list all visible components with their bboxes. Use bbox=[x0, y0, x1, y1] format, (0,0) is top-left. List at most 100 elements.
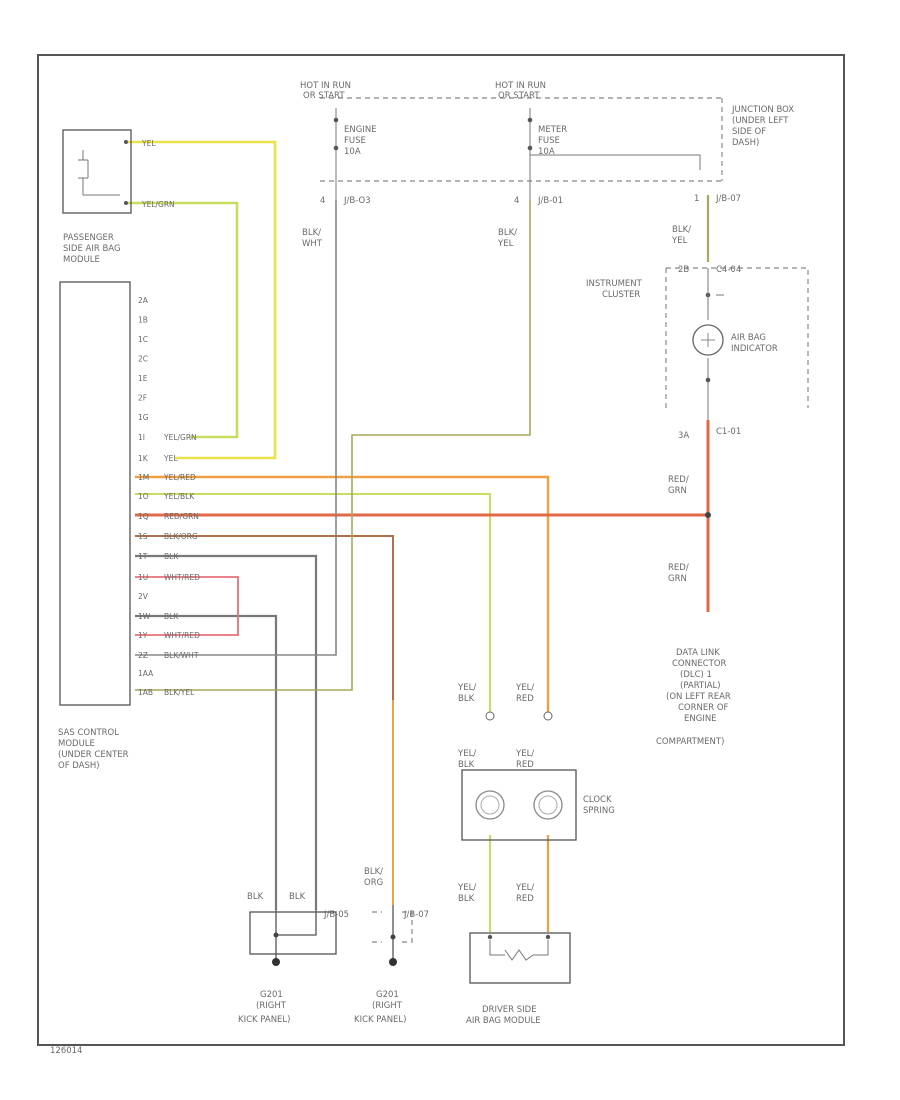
meter-fuse-pin: 4 bbox=[514, 196, 519, 206]
ground2-wire-2: ORG bbox=[364, 878, 383, 888]
clock-mid-right-2: RED bbox=[516, 760, 534, 770]
engine-fuse-hot-line1: HOT IN RUN bbox=[300, 81, 351, 91]
meter-fuse-terminal bbox=[527, 117, 533, 123]
ground1-label-3: KICK PANEL) bbox=[238, 1015, 290, 1025]
red-grn-splice bbox=[705, 512, 711, 518]
sas-wire-color-label: BLK/ORG bbox=[164, 532, 198, 541]
sas-wire-color-label: BLK bbox=[164, 552, 179, 561]
dlc-label-1: DATA LINK bbox=[676, 648, 720, 658]
wire-yel-blk bbox=[135, 493, 491, 712]
red-grn-label-lower-2: GRN bbox=[668, 574, 687, 584]
ground2-label-1: G201 bbox=[376, 990, 399, 1000]
sas-wire-color-label: YEL/GRN bbox=[163, 433, 197, 442]
engine-fuse-rating: 10A bbox=[344, 147, 361, 157]
sas-pin-label: 1W bbox=[138, 612, 151, 621]
clock-connector-pin bbox=[485, 711, 495, 721]
sas-label-2: MODULE bbox=[58, 739, 95, 749]
data-link-connector: DATA LINK CONNECTOR (DLC) 1 (PARTIAL) (O… bbox=[656, 648, 731, 747]
dlc-label-4: (PARTIAL) bbox=[680, 681, 721, 691]
cluster-connector: C4-04 bbox=[716, 265, 741, 275]
sas-wire-color-label: YEL/RED bbox=[163, 473, 196, 482]
engine-fuse-pin: 4 bbox=[320, 196, 325, 206]
ground2-wire-1: BLK/ bbox=[364, 867, 383, 877]
ground2-label-3: KICK PANEL) bbox=[354, 1015, 406, 1025]
passenger-module-terminal bbox=[124, 140, 128, 144]
meter-fuse-word: FUSE bbox=[538, 136, 560, 146]
wire-blk-wht bbox=[135, 200, 337, 656]
wire-yel-red bbox=[135, 475, 550, 712]
ground2-label-2: (RIGHT bbox=[372, 1001, 403, 1011]
driver-module-box bbox=[469, 932, 571, 984]
dlc-label-8: COMPARTMENT) bbox=[656, 737, 724, 747]
passenger-module-label-2: SIDE AIR BAG bbox=[63, 244, 121, 254]
sas-pin-label: 1G bbox=[138, 413, 149, 422]
meter-fuse-name: METER bbox=[538, 125, 567, 135]
ground2-dashed-box bbox=[372, 911, 413, 943]
jb07-wire-color: BLK/ bbox=[672, 225, 691, 235]
cluster-border bbox=[665, 267, 809, 408]
clock-mid-left-2: BLK bbox=[458, 760, 475, 770]
wire-wht-red-loop bbox=[135, 576, 239, 636]
wire-blk-1w bbox=[135, 614, 278, 910]
ground1-wire-right: BLK bbox=[289, 892, 306, 902]
clock-spring: YEL/ BLK YEL/ RED YEL/ BLK YEL/ RED CLOC… bbox=[457, 683, 615, 841]
sas-wire-color-label: BLK/WHT bbox=[164, 651, 199, 660]
engine-fuse-connector: J/B-O3 bbox=[343, 196, 371, 206]
meter-fuse-terminal bbox=[527, 145, 533, 151]
cluster-terminal bbox=[705, 377, 711, 383]
sas-pin-label: 2A bbox=[138, 296, 149, 305]
ground1-wire-left: BLK bbox=[247, 892, 264, 902]
ground2-splice-dot bbox=[390, 934, 396, 940]
clock-coil-icon bbox=[475, 790, 505, 820]
ground1-label-2: (RIGHT bbox=[256, 1001, 287, 1011]
sas-wire-color-label: WHT/RED bbox=[164, 631, 200, 640]
ground-symbol-icon bbox=[272, 958, 280, 966]
meter-fuse-hot-line1: HOT IN RUN bbox=[495, 81, 546, 91]
sas-module-box bbox=[59, 281, 131, 706]
indicator-label-1: AIR BAG bbox=[731, 333, 766, 343]
clock-top-left-2: BLK bbox=[458, 694, 475, 704]
ground2-connector: J/B-07 bbox=[403, 910, 429, 920]
engine-fuse-wire-color2: WHT bbox=[302, 239, 323, 249]
sas-pin-label: 1B bbox=[138, 316, 148, 325]
cluster-label-2: CLUSTER bbox=[602, 290, 640, 300]
indicator-label-2: INDICATOR bbox=[731, 344, 778, 354]
clock-spring-label-1: CLOCK bbox=[583, 795, 612, 805]
sas-pin-label: 1O bbox=[138, 492, 149, 501]
sas-wire-color-label: YEL/BLK bbox=[163, 492, 195, 501]
sas-pin-label: 2F bbox=[138, 394, 147, 403]
sas-wire-color-label: RED/GRN bbox=[164, 512, 199, 521]
dlc-label-2: CONNECTOR bbox=[672, 659, 727, 669]
sas-pin-label: 2V bbox=[138, 592, 149, 601]
driver-wire-right-1: YEL/ bbox=[515, 883, 534, 893]
wires bbox=[128, 140, 710, 932]
engine-fuse-terminal bbox=[333, 117, 339, 123]
passenger-wire-yel-grn-label: YEL/GRN bbox=[141, 200, 175, 209]
sas-pin-label: 1E bbox=[138, 374, 148, 383]
cluster-pin: 2B bbox=[678, 265, 689, 275]
driver-wire-left-2: BLK bbox=[458, 894, 475, 904]
engine-fuse-name: ENGINE bbox=[344, 125, 377, 135]
junction-box-label-1: JUNCTION BOX bbox=[731, 105, 794, 115]
clock-top-right-1: YEL/ bbox=[515, 683, 534, 693]
ground1-splice-dot bbox=[273, 932, 279, 938]
red-grn-label-upper: RED/ bbox=[668, 475, 689, 485]
passenger-module-label-1: PASSENGER bbox=[63, 233, 114, 243]
ground-symbol-icon bbox=[389, 958, 397, 966]
sas-label-4: OF DASH) bbox=[58, 761, 100, 771]
clock-mid-right-1: YEL/ bbox=[515, 749, 534, 759]
sas-wire-color-label: BLK/YEL bbox=[164, 688, 195, 697]
driver-module-terminal bbox=[487, 934, 493, 940]
junction-box-label-3: SIDE OF bbox=[732, 127, 766, 137]
meter-fuse-connector: J/B-01 bbox=[537, 196, 563, 206]
cluster-out-pin: 3A bbox=[678, 431, 689, 441]
driver-wire-right-2: RED bbox=[516, 894, 534, 904]
driver-module-label-2: AIR BAG MODULE bbox=[466, 1016, 541, 1026]
dlc-label-3: (DLC) 1 bbox=[680, 670, 712, 680]
sas-pin-label: 1M bbox=[138, 473, 149, 482]
instrument-cluster: INSTRUMENT CLUSTER 2B C4-04 AIR BAG INDI… bbox=[586, 265, 809, 584]
sas-pin-label: 1U bbox=[138, 573, 148, 582]
figure-id: 126014 bbox=[50, 1046, 82, 1056]
